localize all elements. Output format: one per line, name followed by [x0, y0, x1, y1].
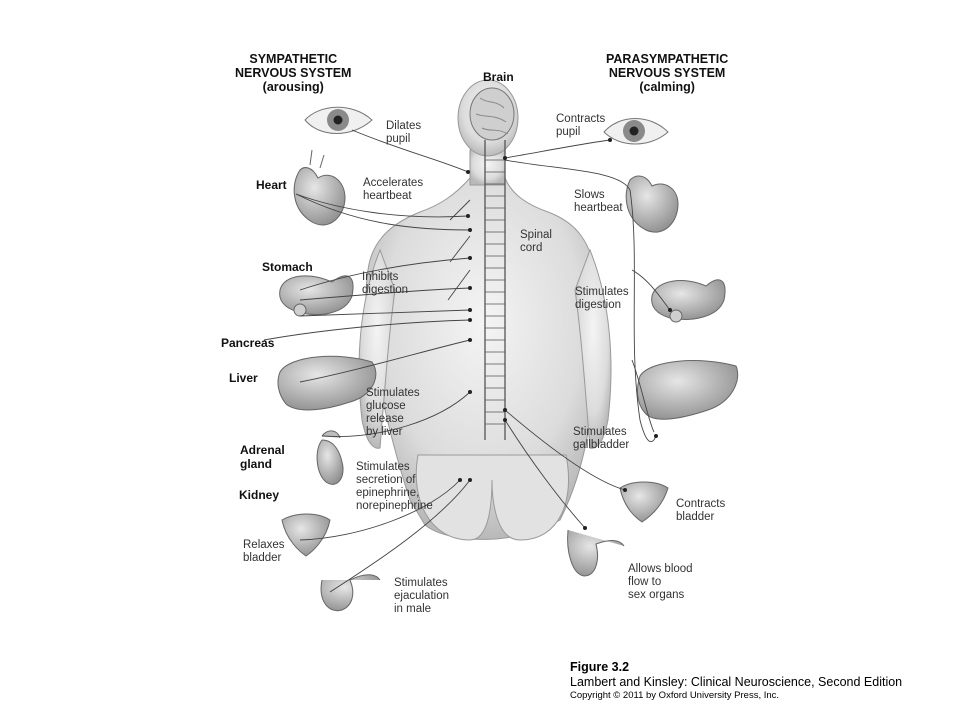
heart-label: Heart	[256, 178, 287, 192]
spinal-cord-shape	[484, 140, 506, 440]
brain-shape	[469, 87, 515, 141]
right-male-organ	[567, 529, 625, 577]
stomach-label: Stomach	[262, 260, 313, 274]
adrenal-gland-label: Adrenal gland	[240, 443, 285, 471]
parasympathetic-header: PARASYMPATHETIC NERVOUS SYSTEM (calming)	[606, 52, 729, 94]
right-bladder	[619, 481, 669, 523]
left-arm	[358, 248, 396, 449]
left-male-organ	[320, 574, 381, 612]
liver-label: Liver	[229, 371, 258, 385]
right-liver	[637, 360, 739, 420]
buttocks	[415, 454, 569, 541]
left-stomach	[279, 275, 354, 317]
figure-number: Figure 3.2	[570, 660, 630, 674]
right-stomach	[651, 279, 726, 323]
right-eye	[603, 118, 669, 145]
left-liver	[277, 355, 377, 411]
nerve-ganglia	[458, 138, 672, 530]
left-eye	[304, 106, 373, 134]
kidney-label: Kidney	[239, 488, 280, 502]
human-body	[358, 149, 612, 541]
left-kidney	[316, 430, 344, 485]
brain-label: Brain	[483, 70, 514, 84]
sympathetic-header: SYMPATHETIC NERVOUS SYSTEM (arousing)	[235, 52, 352, 94]
figure-source: Lambert and Kinsley: Clinical Neuroscien…	[570, 675, 903, 689]
right-heart	[625, 175, 679, 233]
left-bladder	[281, 513, 331, 557]
left-heart	[293, 149, 346, 226]
figure-copyright: Copyright © 2011 by Oxford University Pr…	[570, 690, 780, 701]
figure-caption: Figure 3.2 Lambert and Kinsley: Clinical…	[570, 660, 902, 702]
pancreas-label: Pancreas	[221, 336, 275, 350]
right-arm	[574, 248, 612, 449]
nerve-pathways	[263, 129, 671, 593]
head	[457, 79, 519, 157]
